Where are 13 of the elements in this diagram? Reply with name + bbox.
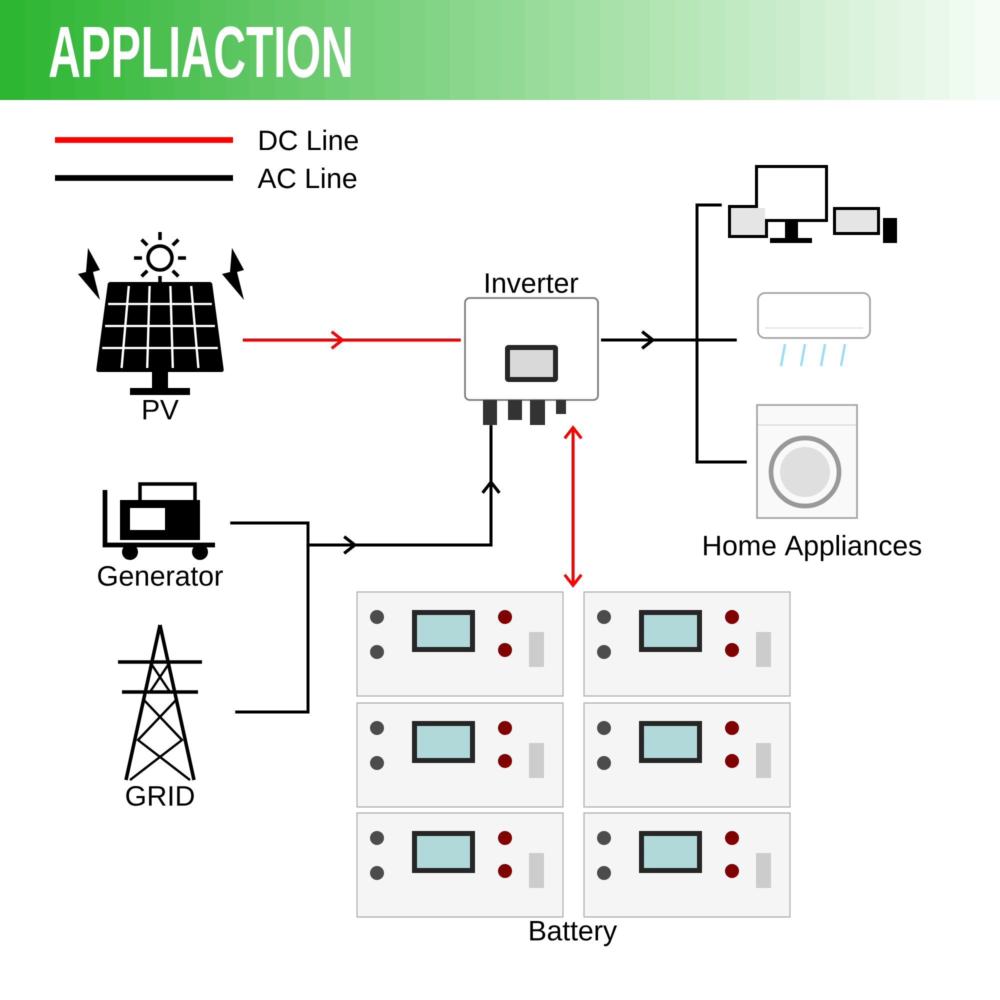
node-label: Battery (530, 921, 617, 946)
washing-machine-drawing (756, 404, 858, 519)
group-label: Home Appliances (704, 534, 922, 562)
title-banner: APPLIACTION (0, 0, 1000, 100)
air-conditioner-drawing (757, 292, 871, 366)
arrow (564, 425, 582, 588)
legend-label: AC Line (258, 168, 356, 188)
node-label: GRID (126, 786, 194, 806)
node-label: Inverter (486, 273, 578, 294)
node-label: PV (144, 400, 179, 420)
node-label: Generator (98, 566, 223, 586)
legend-label: DC Line (260, 130, 358, 150)
computer-drawing (728, 165, 897, 243)
